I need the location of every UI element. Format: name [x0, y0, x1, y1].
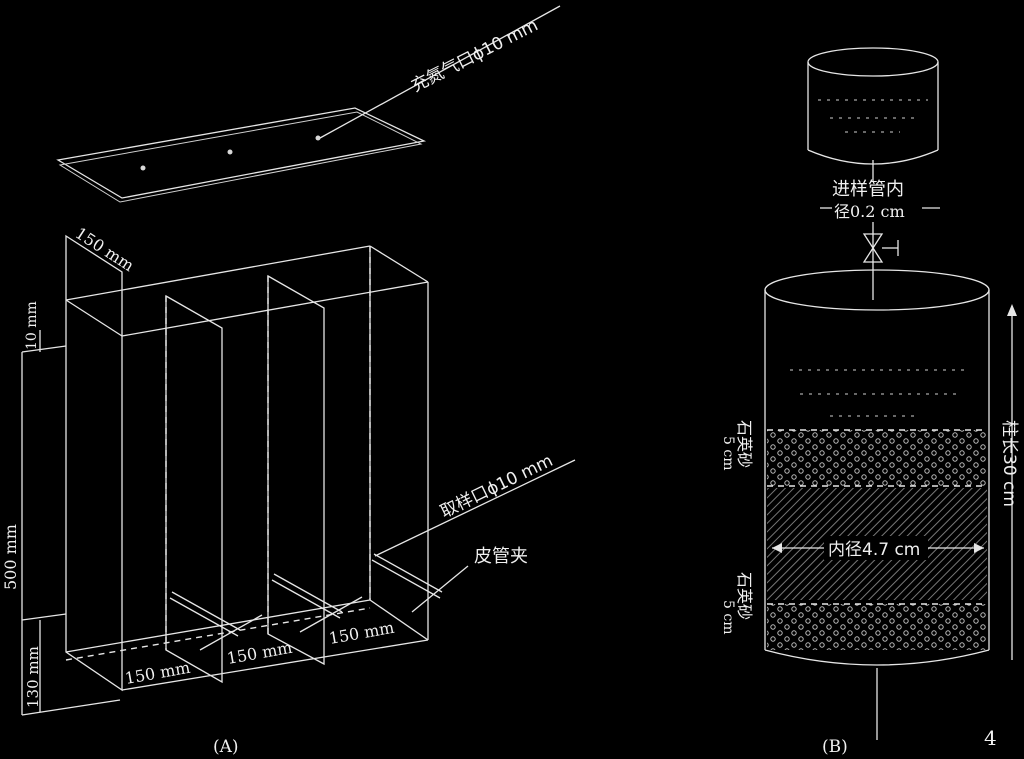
height-total-label: 500 mm — [1, 524, 20, 590]
reservoir — [807, 47, 939, 165]
sampling-port-label: 取样口ϕ10 mm — [437, 451, 556, 523]
column-length-label: 柱长30 cm — [999, 420, 1019, 507]
lid-plate — [56, 107, 427, 203]
height-bottom-label: 130 mm — [24, 646, 42, 708]
panel-b: 进样管内 径0.2 cm — [720, 47, 1019, 757]
sampling-tubes — [169, 553, 469, 651]
quartz-sand-top-label: 石英砂 — [735, 420, 754, 468]
width-1-label: 150 mm — [123, 658, 191, 688]
inner-diameter-dimension — [772, 536, 984, 560]
column-length-dimension — [1007, 304, 1017, 660]
hose-clamp-label: 皮管夹 — [474, 546, 528, 567]
height-dimensions — [21, 330, 121, 716]
tank-body — [65, 234, 429, 692]
quartz-sand-top-layer — [767, 430, 987, 486]
height-top-label: 10 mm — [24, 301, 40, 350]
panel-a: 充氮气口ϕ10 mm — [1, 5, 576, 757]
quartz-sand-bottom-height: 5 cm — [720, 600, 736, 634]
panel-b-label: (B) — [822, 737, 848, 757]
nitrogen-port-label: 充氮气口ϕ10 mm — [408, 15, 541, 96]
width-3-label: 150 mm — [327, 618, 395, 648]
column — [764, 269, 990, 666]
nitrogen-port-leader — [319, 5, 561, 139]
inlet-tube-label-2: 径0.2 cm — [834, 202, 905, 221]
valve-icon — [862, 222, 899, 300]
quartz-sand-bottom-layer — [767, 604, 987, 650]
quartz-sand-bottom-label: 石英砂 — [735, 572, 754, 620]
corner-mark: 4 — [984, 726, 997, 750]
panel-a-label: (A) — [213, 737, 239, 757]
inlet-tube-label: 进样管内 — [832, 179, 904, 200]
quartz-sand-top-height: 5 cm — [720, 436, 736, 470]
inner-diameter-label: 内径4.7 cm — [828, 540, 920, 560]
sampling-port-leader — [374, 459, 576, 557]
depth-top-label: 150 mm — [72, 223, 138, 275]
